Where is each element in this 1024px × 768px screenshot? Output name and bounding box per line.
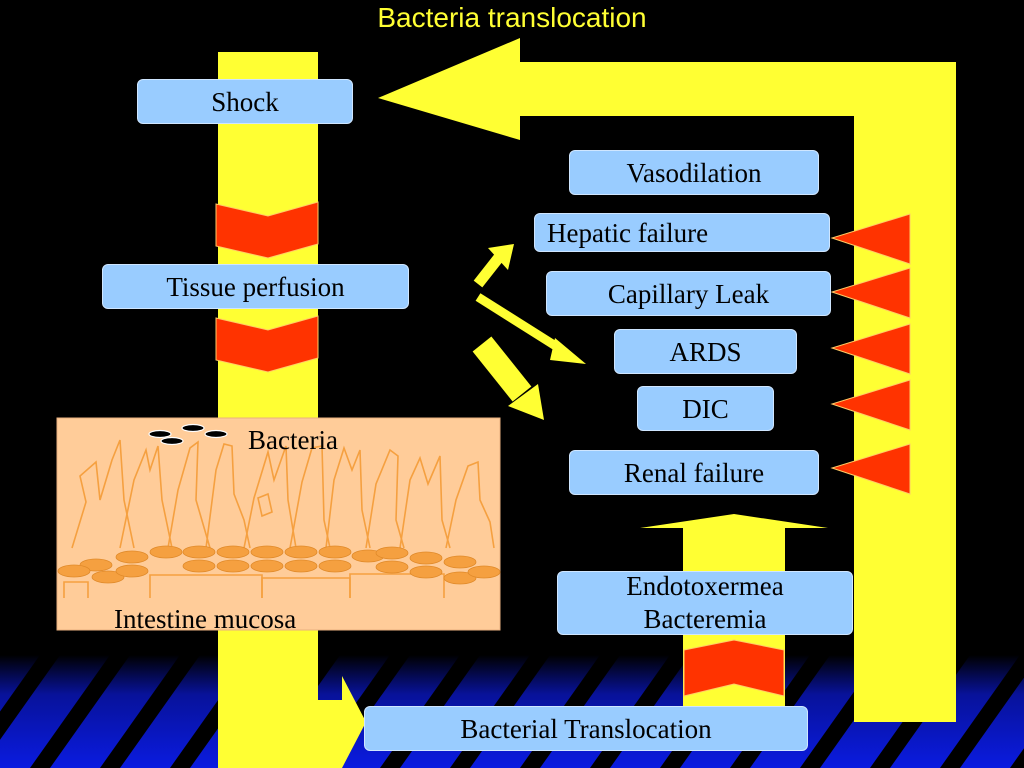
node-ards: ARDS: [614, 329, 797, 374]
arrow-to-dic: [472, 336, 544, 420]
arrow-to-hepatic: [473, 244, 514, 288]
triangle-dic: [830, 379, 911, 431]
feedback-loop-arrow: [378, 38, 956, 722]
diagram-title: Bacteria translocation: [377, 2, 647, 33]
node-dic: DIC: [637, 386, 774, 431]
triangle-renal: [830, 443, 911, 495]
node-hepatic-failure: Hepatic failure: [534, 213, 830, 252]
node-tissue-perfusion: Tissue perfusion: [102, 264, 409, 309]
triangle-hepatic: [830, 213, 911, 265]
node-vasodilation: Vasodilation: [569, 150, 819, 195]
arrow-to-ards: [475, 293, 586, 364]
bacteria-label: Bacteria: [248, 425, 338, 455]
node-endotoxemia-bacteremia: Endotoxermea Bacteremia: [557, 571, 853, 635]
chevron-middle: [683, 639, 785, 697]
node-shock: Shock: [137, 79, 353, 124]
intestine-mucosa-illustration: [56, 417, 501, 631]
chevron-left-2: [215, 315, 319, 373]
node-renal-failure: Renal failure: [569, 450, 819, 495]
intestine-mucosa-label: Intestine mucosa: [114, 604, 297, 634]
node-capillary-leak: Capillary Leak: [546, 271, 831, 316]
triangle-ards: [830, 323, 911, 375]
node-bacteremia-line: Bacteremia: [643, 604, 767, 634]
node-bacterial-translocation: Bacterial Translocation: [364, 706, 808, 751]
triangle-capillary: [830, 267, 911, 319]
chevron-left-1: [215, 201, 319, 259]
node-endotoxemia-line: Endotoxermea: [626, 571, 784, 601]
bacteria-glyphs: [148, 423, 228, 446]
